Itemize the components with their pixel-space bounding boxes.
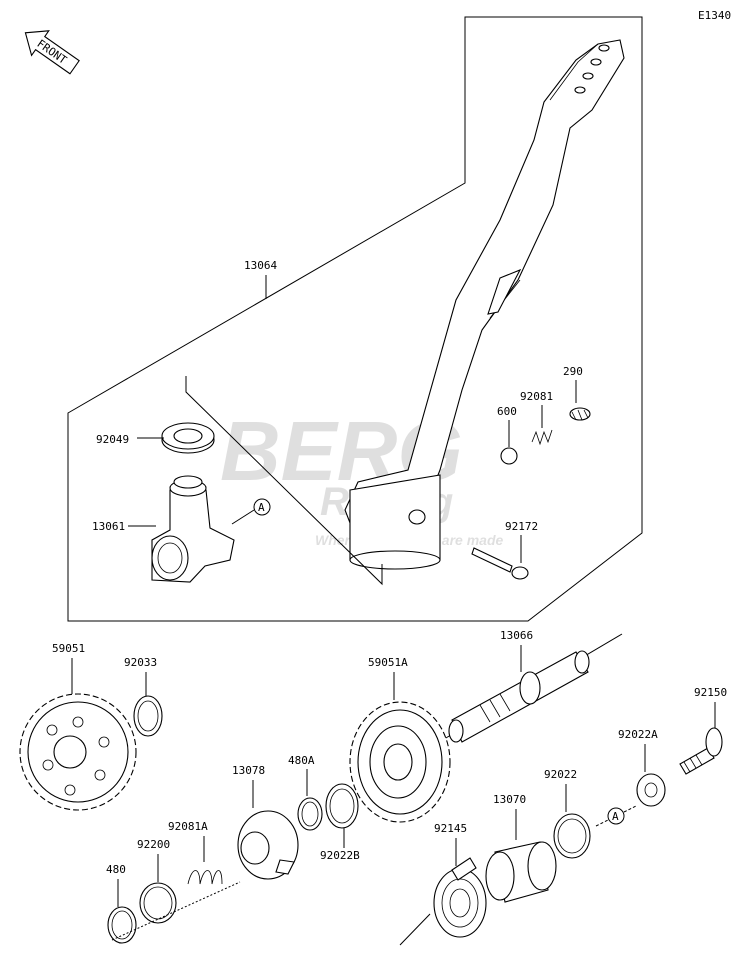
callout-92200: 92200 bbox=[137, 838, 170, 851]
circlip-92033 bbox=[133, 695, 163, 737]
callout-92022A: 92022A bbox=[618, 728, 658, 741]
kick-pedal-arm bbox=[344, 39, 625, 570]
bolt-92150 bbox=[679, 727, 723, 775]
front-arrow-icon: FRONT bbox=[24, 30, 80, 75]
ratchet-13070 bbox=[485, 841, 557, 903]
washer-92022 bbox=[553, 813, 591, 859]
gear-59051 bbox=[19, 693, 137, 811]
callout-92033: 92033 bbox=[124, 656, 157, 669]
callout-59051A: 59051A bbox=[368, 656, 408, 669]
assembly-frame bbox=[67, 16, 643, 622]
callout-59051: 59051 bbox=[52, 642, 85, 655]
callout-480A: 480A bbox=[288, 754, 315, 767]
callout-92081A: 92081A bbox=[168, 820, 208, 833]
callout-92150: 92150 bbox=[694, 686, 727, 699]
callout-92022: 92022 bbox=[544, 768, 577, 781]
callout-92145: 92145 bbox=[434, 822, 467, 835]
shaft-housing-13061 bbox=[151, 475, 235, 583]
spring-92081A bbox=[187, 870, 223, 885]
callout-13078: 13078 bbox=[232, 764, 265, 777]
callout-290: 290 bbox=[563, 365, 583, 378]
ref-a-upper: A bbox=[258, 501, 265, 514]
ratchet-guide-13078 bbox=[237, 810, 299, 880]
callout-13066: 13066 bbox=[500, 629, 533, 642]
callout-13070: 13070 bbox=[493, 793, 526, 806]
bolt-92172 bbox=[471, 547, 529, 580]
callout-92081: 92081 bbox=[520, 390, 553, 403]
ref-a-lower: A bbox=[612, 810, 619, 823]
kick-shaft-13066 bbox=[411, 633, 623, 759]
callout-92022B: 92022B bbox=[320, 849, 360, 862]
diagram-code: E1340 bbox=[698, 9, 731, 22]
spring-92145 bbox=[399, 857, 487, 946]
callout-92172: 92172 bbox=[505, 520, 538, 533]
washer-92022B bbox=[325, 783, 359, 829]
plug-290 bbox=[569, 407, 591, 421]
callout-92049: 92049 bbox=[96, 433, 129, 446]
callout-480: 480 bbox=[106, 863, 126, 876]
washer-92022A bbox=[636, 773, 666, 807]
callout-13061: 13061 bbox=[92, 520, 125, 533]
callout-600: 600 bbox=[497, 405, 517, 418]
callout-13064: 13064 bbox=[244, 259, 277, 272]
circlip-480 bbox=[107, 906, 137, 944]
spring-92081 bbox=[531, 429, 553, 446]
ball-600 bbox=[500, 447, 518, 465]
gear-59051A bbox=[349, 701, 451, 823]
washer-92200 bbox=[139, 882, 177, 924]
circlip-480A bbox=[297, 797, 323, 831]
seal-92049 bbox=[161, 422, 215, 454]
